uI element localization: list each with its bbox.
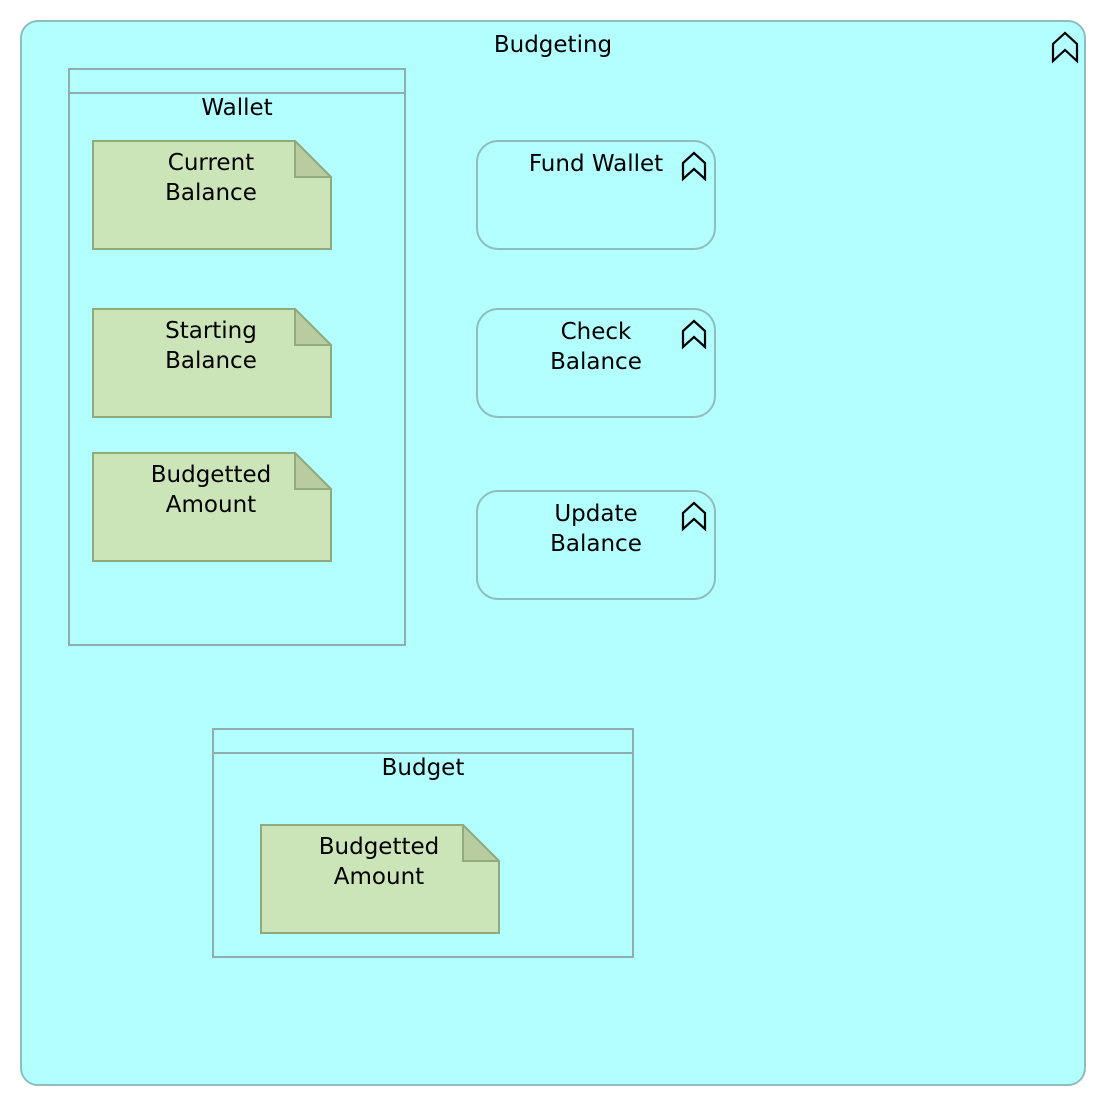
data-object-budgetted-amount-wallet[interactable]: Budgetted Amount (92, 452, 332, 562)
data-object-label: Budgetted Amount (150, 462, 272, 518)
function-check-balance[interactable]: Check Balance (476, 308, 716, 418)
function-label: Update Balance (550, 501, 642, 557)
data-object-label: Budgetted Amount (318, 834, 440, 890)
data-object-shape (92, 140, 332, 250)
function-label: Fund Wallet (528, 151, 664, 177)
function-chevron-icon (681, 501, 707, 532)
function-chevron-icon (1051, 31, 1079, 64)
budget-group-title: Budget (381, 755, 465, 781)
data-object-current-balance[interactable]: Current Balance (92, 140, 332, 250)
wallet-group-tab (70, 70, 404, 94)
data-object-shape (92, 308, 332, 418)
wallet-group-title: Wallet (201, 95, 273, 121)
function-chevron-icon (681, 151, 707, 182)
budget-group-tab (214, 730, 632, 754)
data-object-label: Starting Balance (165, 318, 257, 374)
function-update-balance[interactable]: Update Balance (476, 490, 716, 600)
function-chevron-icon (681, 319, 707, 350)
function-label: Check Balance (550, 319, 642, 375)
budgeting-title: Budgeting (493, 32, 613, 58)
function-fund-wallet[interactable]: Fund Wallet (476, 140, 716, 250)
data-object-shape (260, 824, 500, 934)
data-object-label: Current Balance (165, 150, 257, 206)
data-object-starting-balance[interactable]: Starting Balance (92, 308, 332, 418)
data-object-budgetted-amount-budget[interactable]: Budgetted Amount (260, 824, 500, 934)
data-object-shape (92, 452, 332, 562)
